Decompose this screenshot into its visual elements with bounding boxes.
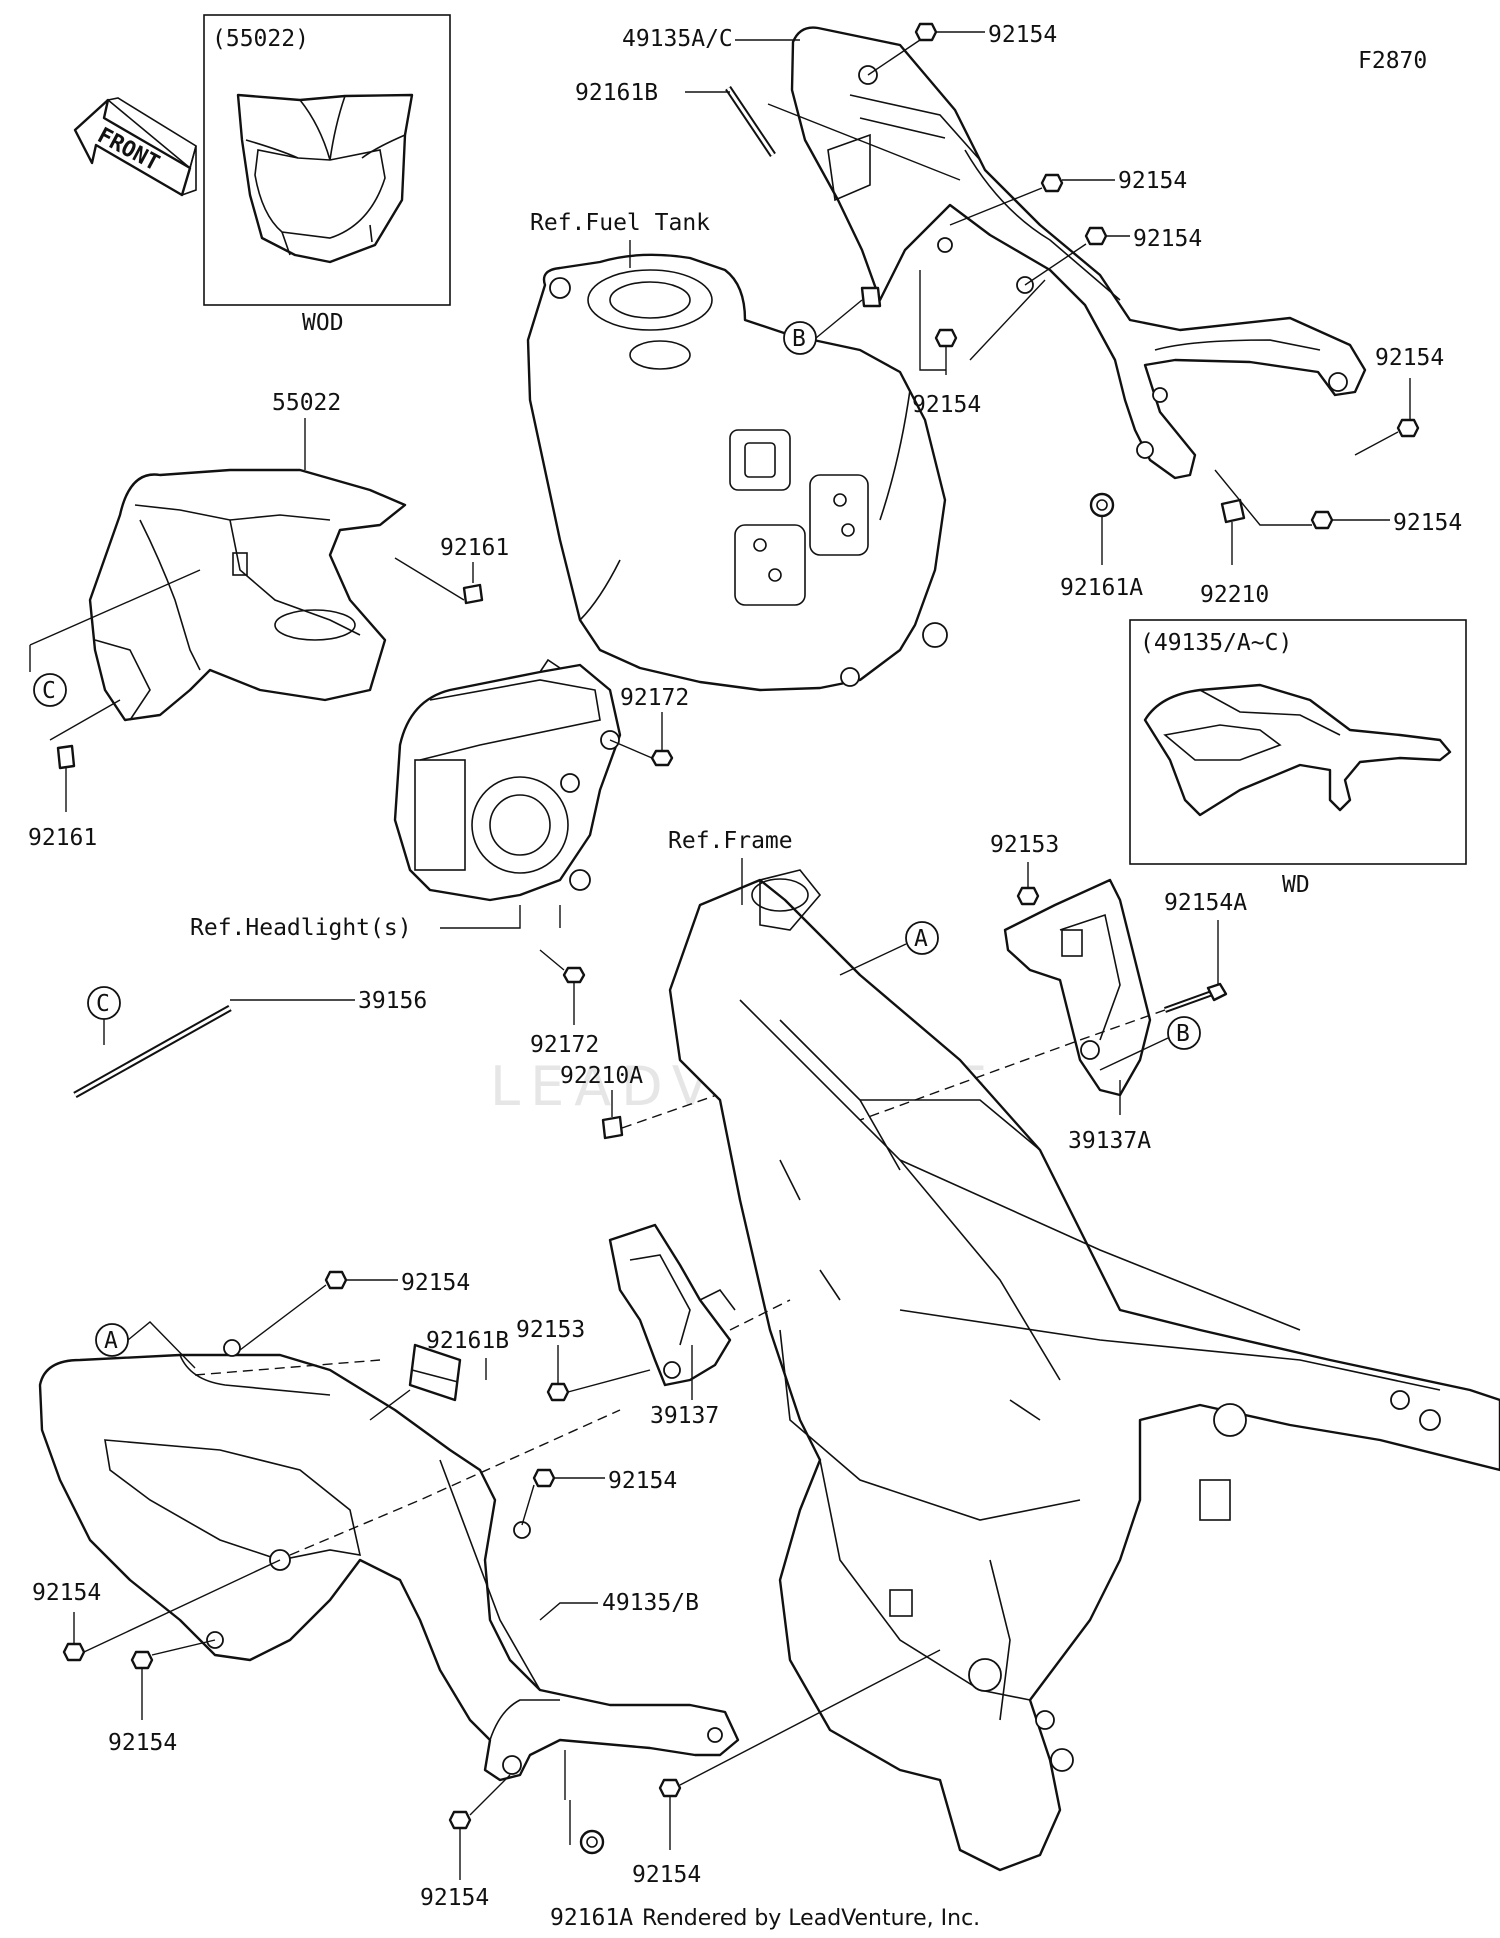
label-92153-top: 92153	[990, 832, 1059, 858]
ref-headlight-label: Ref.Headlight(s)	[190, 915, 412, 941]
headlight-cover-wod-icon	[236, 93, 414, 264]
label-39137a: 39137A	[1068, 1128, 1151, 1154]
washer-92161a-top-icon	[1089, 492, 1115, 518]
screw-92154-3-icon	[1084, 226, 1108, 246]
label-92154-3: 92154	[1133, 226, 1202, 252]
front-arrow-icon: FRONT	[73, 97, 197, 197]
inset-wod-title: (55022)	[212, 26, 309, 52]
label-92154-1: 92154	[988, 22, 1057, 48]
label-92154-8: 92154	[608, 1468, 677, 1494]
screw-92154-11-icon	[448, 1810, 472, 1830]
callout-b-upper-label: B	[792, 326, 806, 352]
label-92154a: 92154A	[1164, 890, 1247, 916]
screw-92154-2-icon	[1040, 173, 1064, 193]
side-shroud-upper-icon	[790, 26, 1367, 480]
inset-wd: (49135/A~C) WD	[1129, 619, 1467, 898]
callout-c-upper	[33, 673, 67, 707]
label-92153-bottom: 92153	[516, 1317, 585, 1343]
frame-icon	[668, 869, 1500, 1872]
screw-92154-9-icon	[62, 1642, 86, 1662]
callout-a-upper-label: A	[914, 926, 928, 952]
screw-92172-top-icon	[650, 749, 674, 767]
ref-fuel-tank-label: Ref.Fuel Tank	[530, 210, 710, 236]
callout-a-lower-label: A	[104, 1328, 118, 1354]
inset-wod-frame	[203, 14, 451, 306]
screw-92154-1-icon	[914, 22, 938, 42]
headlight-cover-icon	[88, 468, 407, 722]
callout-b-lower-label: B	[1176, 1021, 1190, 1047]
screw-92172-bottom-icon	[562, 966, 586, 984]
screw-92153-top-icon	[1016, 886, 1040, 906]
label-49135b: 49135/B	[602, 1590, 699, 1616]
bracket-39137-icon	[608, 1223, 736, 1387]
label-92154-7: 92154	[401, 1270, 470, 1296]
label-92172-bottom: 92172	[530, 1032, 599, 1058]
label-92154-10: 92154	[108, 1730, 177, 1756]
nut-92210a-icon	[601, 1115, 624, 1140]
screw-92154-10-icon	[130, 1650, 154, 1670]
ref-frame-label: Ref.Frame	[668, 828, 793, 854]
side-shroud-lower-icon	[38, 1339, 740, 1782]
label-92154-5: 92154	[1375, 345, 1444, 371]
label-92161a-top: 92161A	[1060, 575, 1143, 601]
label-92161b-bottom: 92161B	[426, 1328, 509, 1354]
inset-wd-caption: WD	[1282, 872, 1310, 898]
label-92154-4: 92154	[912, 392, 981, 418]
label-92154-9: 92154	[32, 1580, 101, 1606]
washer-92161a-bottom-icon	[579, 1829, 605, 1855]
bolt-92154a-icon	[1163, 982, 1228, 1013]
label-92161-right: 92161	[440, 535, 509, 561]
label-92210a: 92210A	[560, 1063, 643, 1089]
label-92161b-top: 92161B	[575, 80, 658, 106]
inset-wd-frame	[1129, 619, 1467, 865]
screw-92154-6-icon	[1310, 510, 1334, 530]
inset-wod-caption: WOD	[302, 310, 344, 336]
callout-b-lower	[1167, 1016, 1201, 1050]
label-55022: 55022	[272, 390, 341, 416]
label-92172-top: 92172	[620, 685, 689, 711]
screw-92154-5-icon	[1396, 418, 1420, 438]
seal-92161-right-icon	[462, 583, 484, 605]
label-92161a-bottom: 92161A	[550, 1905, 633, 1931]
inset-wod: (55022) WOD	[203, 14, 451, 336]
fuel-tank-icon	[526, 253, 948, 692]
nut-92210-icon	[1220, 498, 1246, 524]
credit-text: Rendered by LeadVenture, Inc.	[642, 1906, 980, 1931]
label-92154-6: 92154	[1393, 510, 1462, 536]
screw-92154-8-icon	[532, 1468, 556, 1488]
label-92154-12: 92154	[632, 1862, 701, 1888]
headlight-assembly-icon	[393, 658, 622, 902]
label-39156: 39156	[358, 988, 427, 1014]
bracket-39137a-icon	[1003, 878, 1152, 1097]
label-39137: 39137	[650, 1403, 719, 1429]
callout-c-upper-label: C	[42, 678, 56, 704]
label-92154-2: 92154	[1118, 168, 1187, 194]
screw-92154-7-icon	[324, 1270, 348, 1290]
label-92210: 92210	[1200, 582, 1269, 608]
callout-a-upper	[905, 921, 939, 955]
screw-92154-4-icon	[934, 328, 958, 348]
label-92154-11: 92154	[420, 1885, 489, 1911]
seal-92161-left-icon	[56, 744, 76, 770]
callout-c-lower-label: C	[96, 991, 110, 1017]
screw-92153-bottom-icon	[546, 1382, 570, 1402]
label-92161-left: 92161	[28, 825, 97, 851]
inset-wd-title: (49135/A~C)	[1140, 630, 1292, 656]
figure-code: F2870	[1358, 48, 1427, 74]
screw-92154-12-icon	[658, 1778, 682, 1798]
label-49135ac: 49135A/C	[622, 26, 733, 52]
